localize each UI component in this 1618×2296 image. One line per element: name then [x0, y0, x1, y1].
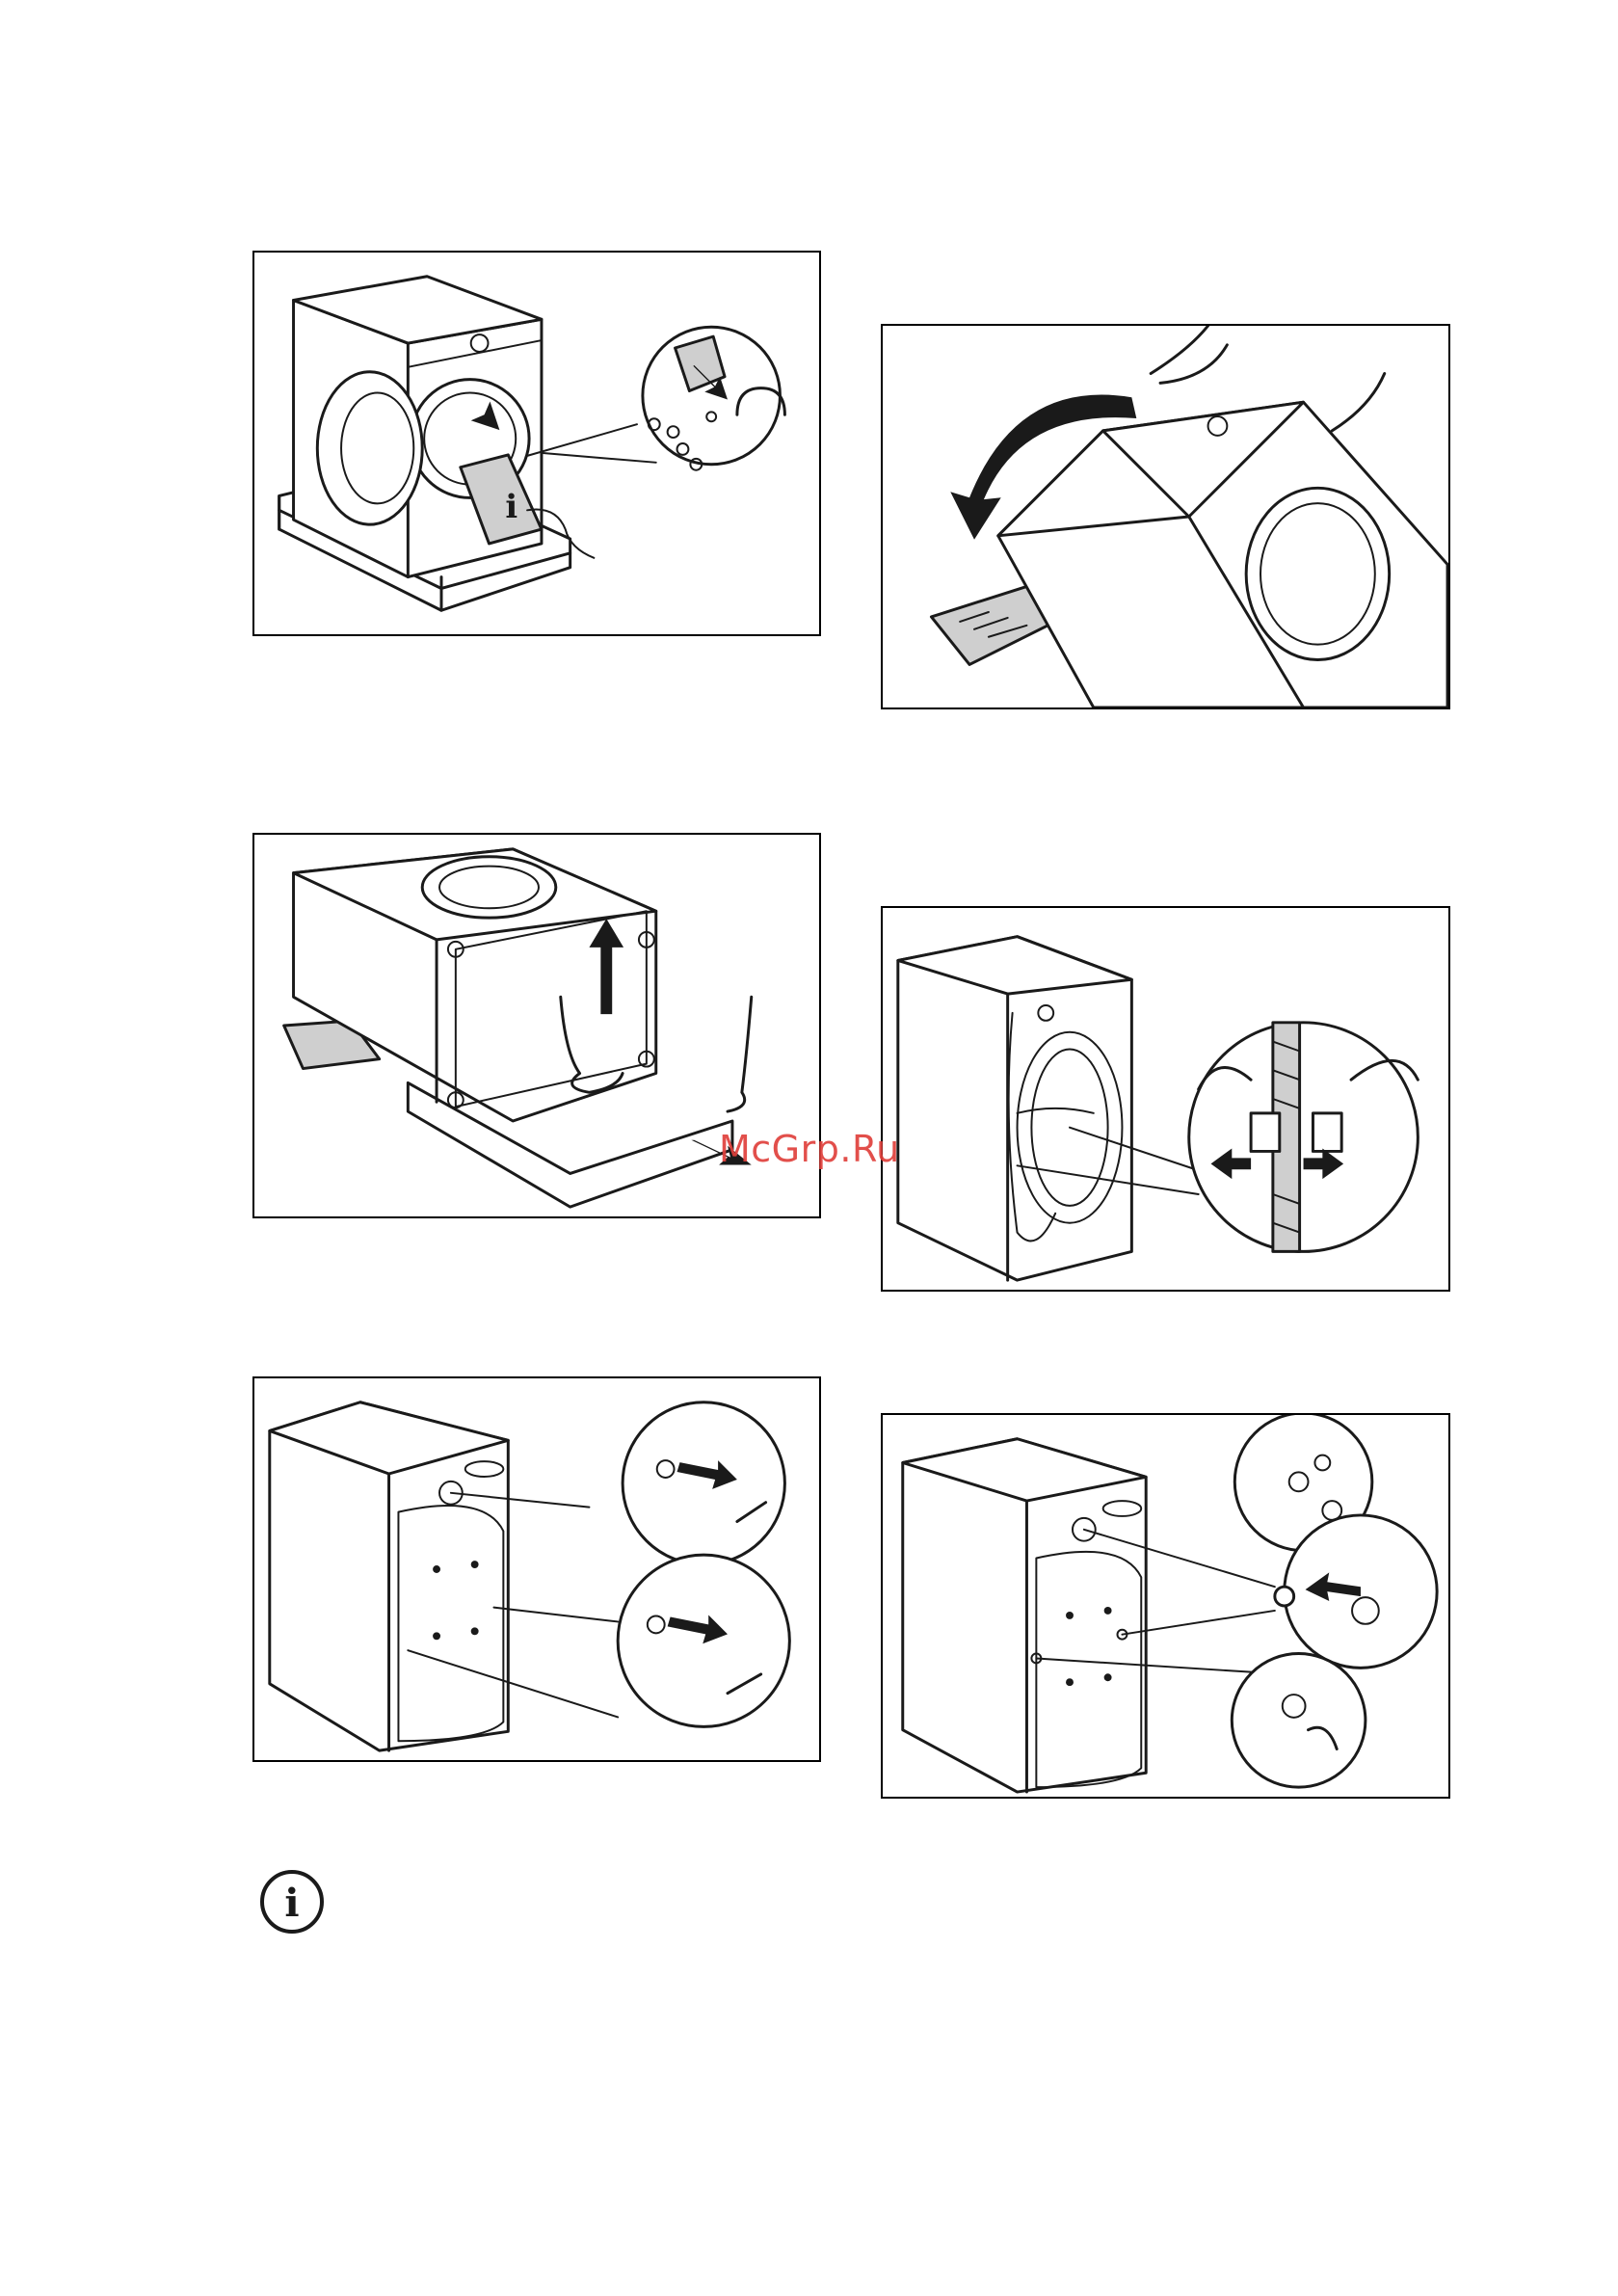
- washer-rear-bolts-illustration: [254, 1378, 819, 1760]
- washer-caps-illustration: [883, 1415, 1448, 1797]
- washer-tilted-illustration: [883, 326, 1448, 707]
- figure-remove-transit-bolts: [252, 1376, 821, 1762]
- info-icon: i: [258, 1868, 326, 1936]
- figure-fit-plastic-caps: [881, 1413, 1450, 1799]
- figure-unpack-accessories: i: [252, 251, 821, 636]
- washer-rear-hose-illustration: [883, 908, 1448, 1290]
- watermark: McGrp.Ru: [719, 1128, 900, 1170]
- info-glyph: i: [284, 1881, 299, 1926]
- svg-text:i: i: [505, 487, 517, 525]
- washer-open-door-illustration: i: [254, 253, 819, 634]
- figure-release-hose: [881, 906, 1450, 1292]
- figure-tilt-appliance: [881, 324, 1450, 709]
